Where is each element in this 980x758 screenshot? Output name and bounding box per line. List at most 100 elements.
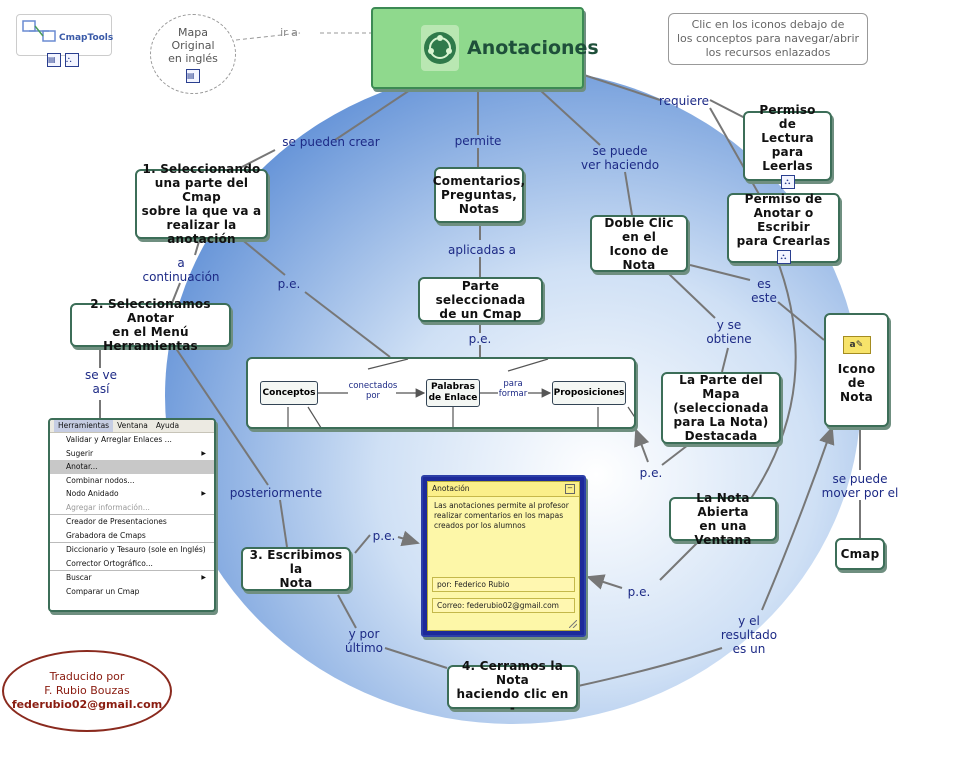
concept-line: Nota (840, 390, 873, 404)
annotation-text[interactable]: Las anotaciones permite al profesor real… (434, 501, 569, 530)
document-icon[interactable]: ▤ (47, 53, 61, 67)
annotation-author: por: Federico Rubio (432, 577, 575, 592)
link-es-este-1: es (757, 277, 771, 291)
concept-line: 1. Seleccionando (142, 162, 261, 176)
menu-herramientas[interactable]: Herramientas (54, 420, 114, 432)
concept-escribimos-nota[interactable]: 3. Escribimos la Nota (241, 547, 351, 591)
link-se-puede-mover-2: mover por el (821, 486, 899, 500)
concept-parte-seleccionada[interactable]: Parte seleccionada de un Cmap (418, 277, 543, 322)
original-map-line-2: Original (171, 38, 215, 52)
menu-ayuda[interactable]: Ayuda (155, 421, 180, 430)
concept-line: para La Nota) (673, 415, 769, 429)
mini-link-line: formar (498, 389, 528, 399)
concept-line: en una Ventana (694, 519, 752, 547)
cmap-link-icon[interactable]: ⛬ (776, 250, 791, 264)
concept-line: Permiso de (759, 103, 816, 131)
credit-email: federubio02@gmail.com (11, 698, 163, 711)
concept-cerramos-nota[interactable]: 4. Cerramos la Nota haciendo clic en - (447, 659, 578, 715)
concept-line: Destacada (684, 429, 758, 443)
link-pe-1: p.e. (277, 277, 301, 291)
concept-line: Parte seleccionada (435, 278, 526, 307)
concept-line: La Parte del Mapa (679, 373, 763, 401)
concept-line: realizar la anotación (166, 218, 237, 246)
concept-line: 2. Seleccionamos Anotar (90, 297, 211, 325)
connection-lines (99, 32, 861, 687)
concept-line: Permiso de (744, 192, 823, 206)
concept-permiso-lectura[interactable]: Permiso de Lectura para Leerlas ⛬ (743, 103, 832, 189)
concept-line: Nota (279, 576, 313, 590)
menu-item-buscar[interactable]: Buscar▶ (50, 570, 214, 585)
concept-line: haciendo clic en - (456, 687, 569, 715)
concept-line: Cmap (840, 547, 880, 561)
link-se-puede-mover-1: se puede (832, 472, 888, 486)
hint-box: Clic en los iconos debajo de los concept… (668, 13, 868, 65)
credit-ellipse: Traducido por F. Rubio Bouzas federubio0… (2, 650, 172, 732)
menu-item-creador-presentaciones[interactable]: Creador de Presentaciones (50, 514, 214, 529)
concept-line: 3. Escribimos la (249, 548, 343, 576)
menu-item-comparar[interactable]: Comparar un Cmap (66, 586, 140, 596)
original-map-node[interactable]: Mapa Original en inglés ▤ (150, 14, 236, 94)
hint-line-2: los conceptos para navegar/abrir (676, 32, 860, 45)
annotation-window-inner: Anotación − Las anotaciones permite al p… (427, 481, 580, 631)
menu-item-grabadora[interactable]: Grabadora de Cmaps (66, 530, 146, 540)
herramientas-menu-screenshot: Herramientas Ventana Ayuda Validar y Arr… (48, 418, 216, 612)
menu-ventana[interactable]: Ventana (117, 421, 148, 430)
link-posteriormente: posteriormente (229, 486, 323, 500)
link-requiere: requiere (658, 94, 710, 108)
menu-item-corrector[interactable]: Corrector Ortográfico... (66, 558, 153, 568)
link-y-se-obtiene-1: y se (716, 318, 742, 332)
concept-line: de un Cmap (439, 306, 522, 321)
original-map-line-3: en inglés (168, 51, 218, 65)
cmap-link-icon[interactable]: ⛬ (65, 53, 79, 67)
mini-cmap-lines (287, 359, 634, 427)
menu-item-nodo-anidado[interactable]: Nodo Anidado▶ (50, 487, 214, 501)
link-y-por-ultimo-2: último (344, 641, 384, 655)
concept-comentarios[interactable]: Comentarios, Preguntas, Notas (432, 167, 526, 223)
concept-parte-destacada[interactable]: La Parte del Mapa (seleccionada para La … (661, 372, 781, 444)
concept-line: (seleccionada (673, 401, 769, 415)
mini-concept-line: Palabras (431, 382, 475, 392)
note-icon[interactable]: a✎ (842, 336, 871, 354)
minimize-icon[interactable]: − (565, 484, 575, 494)
concept-permiso-anotar[interactable]: Permiso de Anotar o Escribir para Crearl… (727, 192, 840, 264)
credit-line-2: F. Rubio Bouzas (44, 684, 130, 697)
link-se-puede-ver-2: ver haciendo (580, 158, 660, 172)
cmaptools-logo-icon (22, 20, 56, 42)
concept-line: Comentarios, (432, 174, 526, 188)
mini-concept-proposiciones: Proposiciones (552, 381, 626, 405)
concept-line: Icono de Nota (609, 243, 669, 272)
concept-cmap[interactable]: Cmap (835, 538, 885, 570)
concept-line: La Nota Abierta (696, 491, 750, 519)
annotation-window-header[interactable]: Anotación − (428, 482, 579, 497)
resize-grip-icon[interactable] (569, 620, 577, 628)
menu-item-validar[interactable]: Validar y Arreglar Enlaces ... (66, 435, 172, 444)
menu-item-diccionario[interactable]: Diccionario y Tesauro (sole en Inglés) (50, 542, 214, 557)
link-se-pueden-crear: se pueden crear (282, 135, 380, 149)
link-y-el-resultado-2: resultado (720, 628, 778, 642)
cmaptools-logo-text: CmapTools (59, 33, 114, 43)
concept-line: Lectura (761, 131, 814, 145)
concept-nota-abierta[interactable]: La Nota Abierta en una Ventana (669, 491, 777, 547)
concept-seleccionamos-anotar[interactable]: 2. Seleccionamos Anotar en el Menú Herra… (70, 297, 231, 353)
annotation-window: Anotación − Las anotaciones permite al p… (421, 475, 586, 637)
document-icon[interactable]: ▤ (186, 68, 200, 83)
menu-item-anotar[interactable]: Anotar... (50, 460, 214, 474)
mini-concept-conceptos: Conceptos (260, 381, 318, 405)
menu-item-combinar[interactable]: Combinar nodos... (66, 475, 135, 485)
menu-item-sugerir[interactable]: Sugerir▶ (50, 447, 214, 461)
concept-doble-clic[interactable]: Doble Clic en el Icono de Nota (590, 215, 688, 272)
cmap-link-icon[interactable]: ⛬ (780, 175, 795, 189)
concept-line: para Crearlas (736, 234, 831, 248)
concept-line: Notas (458, 202, 500, 216)
concept-icono-nota[interactable]: a✎ Icono de Nota (824, 313, 889, 427)
link-pe-5: p.e. (627, 585, 651, 599)
cmaptools-logo[interactable]: CmapTools ▤ ⛬ (16, 14, 114, 67)
submenu-arrow-icon: ▶ (201, 449, 206, 457)
link-permite: permite (454, 134, 502, 148)
annotation-email: Correo: federubio02@gmail.com (432, 598, 575, 613)
link-a-continuacion-2: continuación (142, 270, 220, 284)
concept-seleccionando[interactable]: 1. Seleccionando una parte del Cmap sobr… (135, 162, 268, 246)
link-y-por-ultimo-1: y por (348, 627, 380, 641)
